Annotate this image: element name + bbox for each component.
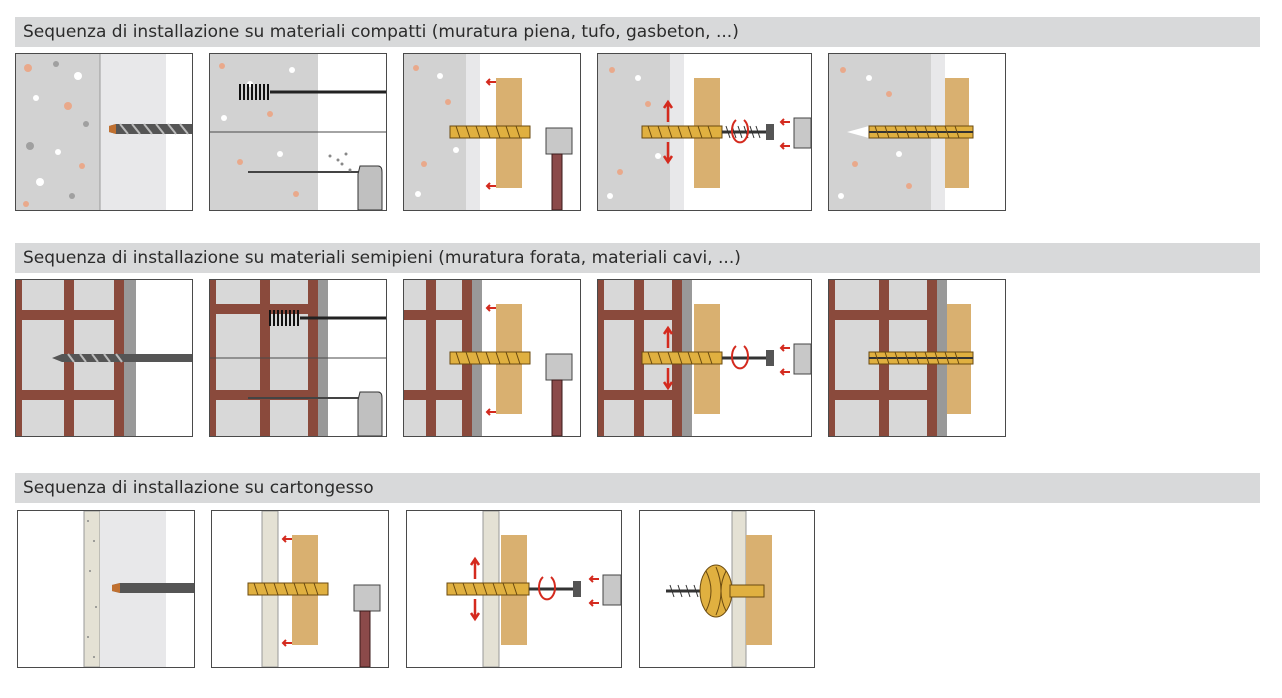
section-header-plasterboard: Sequenza di installazione su cartongesso — [15, 473, 1260, 503]
expansion-arrows-icon — [662, 325, 674, 391]
step-insert-plug-compact — [403, 53, 581, 211]
section-title: Sequenza di installazione su materiali s… — [23, 248, 741, 268]
plasterboard — [83, 511, 101, 667]
step-screw-in-compact — [597, 53, 812, 211]
drill-bit-icon — [109, 123, 192, 135]
hammer-icon — [353, 584, 381, 667]
wall-plug-icon — [449, 125, 531, 139]
section-header-hollow: Sequenza di installazione su materiali s… — [15, 243, 1260, 273]
expansion-arrows-icon — [469, 556, 481, 622]
drill-bit-icon — [112, 583, 194, 593]
section-title: Sequenza di installazione su materiali c… — [23, 22, 739, 42]
cleaning-brush-icon — [269, 310, 386, 326]
blower-pump-icon — [248, 152, 383, 210]
step-drill-hollow — [15, 279, 193, 437]
step-screw-in-plasterboard — [406, 510, 622, 668]
step-drill-plasterboard — [17, 510, 195, 668]
wall-plug-icon — [641, 351, 723, 365]
arrow-icon — [779, 344, 790, 352]
rotation-arrow-icon — [538, 576, 556, 601]
step-drill-compact — [15, 53, 193, 211]
arrow-icon — [485, 304, 496, 312]
step-fixed-compact — [828, 53, 1006, 211]
blower-pump-icon — [248, 391, 383, 436]
rotation-arrow-icon — [731, 119, 749, 144]
step-insert-plug-plasterboard — [211, 510, 389, 668]
wall-plug-icon — [247, 582, 329, 596]
section-title: Sequenza di installazione su cartongesso — [23, 478, 374, 498]
hammer-icon — [545, 127, 573, 210]
cleaning-brush-icon — [239, 84, 386, 100]
arrow-icon — [588, 575, 599, 583]
arrow-icon — [281, 535, 292, 543]
installed-plug-icon — [868, 351, 974, 365]
step-insert-plug-hollow — [403, 279, 581, 437]
wall-plug-icon — [446, 582, 530, 596]
installed-plug-icon — [868, 125, 974, 139]
arrow-icon — [281, 639, 292, 647]
knotted-plug-icon — [666, 564, 765, 618]
screwdriver-icon — [602, 574, 621, 606]
section-header-compact: Sequenza di installazione su materiali c… — [15, 17, 1260, 47]
arrow-icon — [485, 78, 496, 86]
screwdriver-icon — [793, 117, 811, 149]
arrow-icon — [779, 142, 790, 150]
step-clean-compact — [209, 53, 387, 211]
arrow-icon — [588, 599, 599, 607]
step-screw-in-hollow — [597, 279, 812, 437]
expansion-arrows-icon — [662, 99, 674, 165]
arrow-icon — [779, 118, 790, 126]
wall-plug-icon — [641, 125, 723, 139]
concrete-wall — [16, 54, 100, 210]
hammer-icon — [545, 353, 573, 436]
rotation-arrow-icon — [731, 345, 749, 370]
arrow-icon — [485, 182, 496, 190]
screw-icon — [722, 350, 774, 366]
arrow-icon — [485, 408, 496, 416]
wall-plug-icon — [449, 351, 531, 365]
screwdriver-icon — [793, 343, 811, 375]
screw-icon — [722, 124, 774, 140]
step-fixed-hollow — [828, 279, 1006, 437]
drill-bit-icon — [52, 353, 192, 363]
step-knotted-plasterboard — [639, 510, 815, 668]
aggregate-texture — [23, 61, 89, 207]
step-clean-hollow — [209, 279, 387, 437]
arrow-icon — [779, 368, 790, 376]
screw-icon — [529, 581, 581, 597]
